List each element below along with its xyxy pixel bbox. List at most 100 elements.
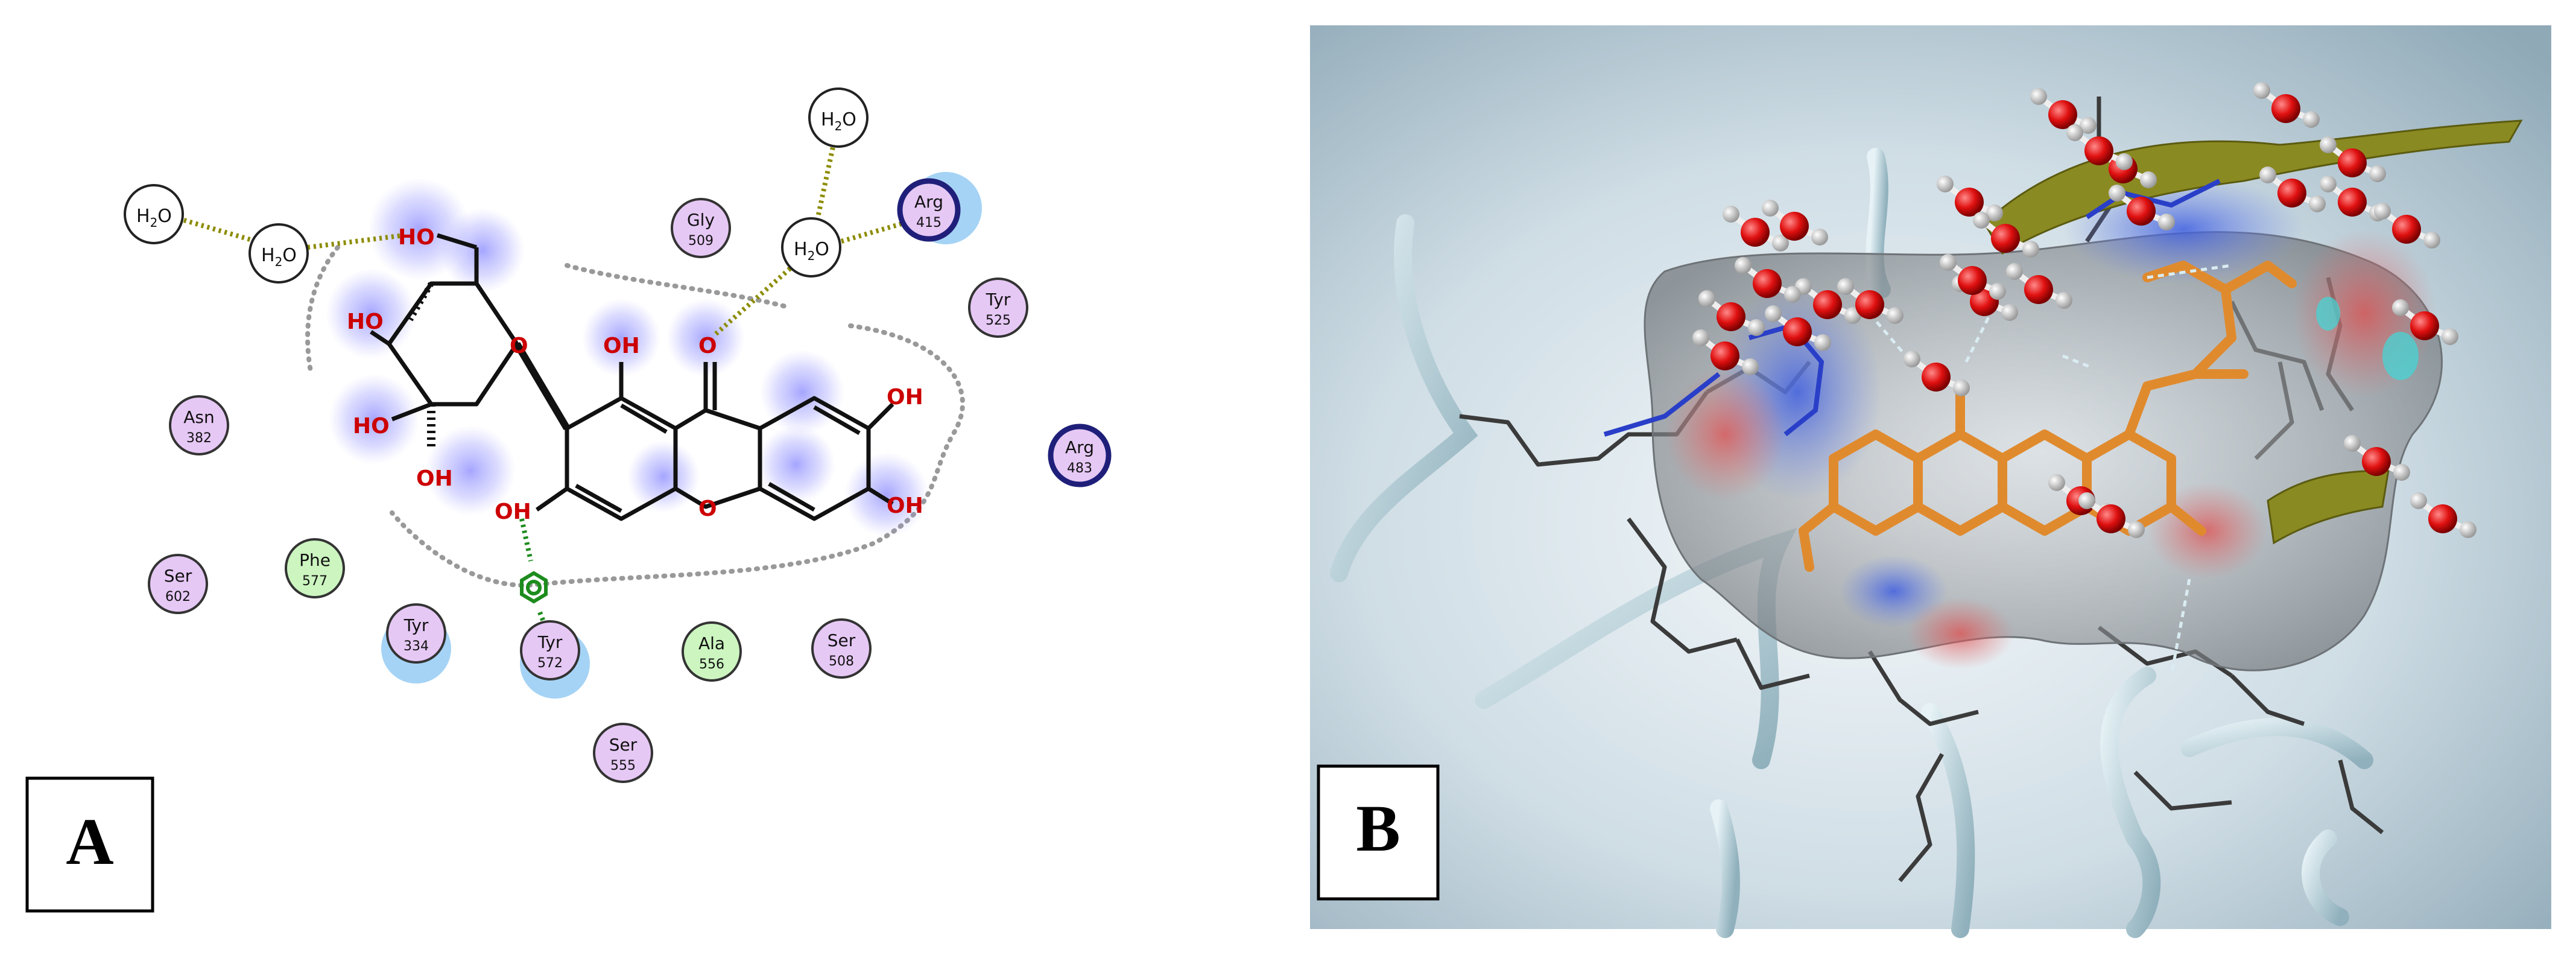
residue-disc xyxy=(682,621,742,682)
hbond-water-water-top xyxy=(815,135,838,221)
atom-oh-right-top: OH xyxy=(887,385,923,410)
residue-tyr572: Tyr 572 xyxy=(520,620,580,680)
residue-asn382: Asn 382 xyxy=(169,395,229,455)
binding-surface xyxy=(1644,175,2443,671)
atom-oh-sugar-bottom: OH xyxy=(416,466,453,491)
water-molecules: H2O H2O H2O H2O xyxy=(124,87,869,284)
residue-name: Tyr xyxy=(537,632,563,652)
residue-ala556: Ala 556 xyxy=(682,621,742,682)
water-ball xyxy=(1795,278,1861,324)
water-ball xyxy=(2006,263,2072,309)
water-ball xyxy=(1937,176,2003,221)
residue-name: Ala xyxy=(698,633,725,653)
water-w2: H2O xyxy=(248,223,309,284)
residue-disc xyxy=(811,618,872,679)
ligand-sticks xyxy=(1799,261,2297,572)
water-ball xyxy=(1837,278,1904,324)
residue-gly509: Gly 509 xyxy=(671,198,731,258)
residue-disc xyxy=(169,395,229,455)
residue-number: 483 xyxy=(1067,461,1092,476)
atom-o-carbonyl: O xyxy=(698,334,717,358)
residue-number: 415 xyxy=(916,215,941,230)
water-w1: H2O xyxy=(124,184,184,244)
panel-a-label: A xyxy=(66,805,113,878)
residue-number: 508 xyxy=(829,654,854,669)
residue-number: 602 xyxy=(165,589,191,604)
hbond-water-arg415 xyxy=(840,220,909,244)
atom-ho-sugar-left: HO xyxy=(347,309,384,334)
ligand-atom-labels: HO HO HO OH O OH O O OH OH OH xyxy=(347,225,923,524)
hbond-water-ch2oh xyxy=(307,233,405,250)
water-ball xyxy=(2320,136,2386,182)
water-ball xyxy=(2259,167,2326,212)
svg-text:H2O: H2O xyxy=(821,109,856,133)
svg-text:H2O: H2O xyxy=(136,206,172,230)
water-ball xyxy=(1904,351,1970,396)
water-ball xyxy=(2030,88,2097,134)
water-ball xyxy=(2253,82,2320,128)
ligand-exposure-halos xyxy=(326,178,929,537)
atom-ho-sugar-low: HO xyxy=(353,414,390,439)
residue-disc xyxy=(386,603,446,664)
residue-disc xyxy=(593,723,653,783)
residue-name: Asn xyxy=(183,407,215,427)
residue-number: 577 xyxy=(302,574,328,589)
residue-disc xyxy=(968,278,1028,338)
hbond-water-water xyxy=(183,218,258,244)
water-ball xyxy=(2410,492,2476,538)
hbond-pi-tyr572 xyxy=(519,518,533,562)
backbone-tubes xyxy=(1330,148,2373,938)
residue-name: Gly xyxy=(687,210,715,230)
atom-ho-ch2: HO xyxy=(398,225,435,250)
svg-text:H2O: H2O xyxy=(261,245,297,269)
panel-b-label-box: B xyxy=(1317,764,1440,901)
residue-disc xyxy=(285,538,345,598)
residue-name: Ser xyxy=(828,630,856,650)
panel-a: HO HO HO OH O OH O O OH OH OH H2O H2O xyxy=(25,87,1112,913)
water-ball xyxy=(2078,492,2145,538)
residue-number: 555 xyxy=(610,758,636,773)
water-ball xyxy=(1973,212,2039,258)
pi-ring-icon xyxy=(520,571,548,604)
residue-name: Ser xyxy=(164,566,192,586)
water-ball xyxy=(2066,124,2133,170)
residue-name: Ser xyxy=(609,735,638,755)
residue-number: 572 xyxy=(537,656,563,671)
atom-o-sugar-ring: O xyxy=(510,334,528,358)
water-ball xyxy=(1940,254,2006,300)
water-ball xyxy=(2344,435,2410,481)
residue-disc xyxy=(671,198,731,258)
water-ball xyxy=(2374,203,2440,249)
h-bond-dashes xyxy=(1869,264,2232,676)
residue-number: 509 xyxy=(688,233,714,249)
water-ball xyxy=(1692,329,1759,375)
water-w4: H2O xyxy=(781,217,841,278)
atom-o-xanthene: O xyxy=(698,496,717,521)
residue-number: 382 xyxy=(186,431,212,446)
ligand-structure xyxy=(370,233,894,521)
water-ball xyxy=(1762,200,1828,246)
residue-name: Arg xyxy=(1065,437,1094,457)
water-ball xyxy=(1765,305,1831,351)
residue-arg483: Arg 483 xyxy=(1048,423,1112,487)
residue-number: 556 xyxy=(699,657,724,672)
residue-name: Tyr xyxy=(403,615,429,635)
panel-b: B xyxy=(1310,25,2551,938)
water-w3: H2O xyxy=(808,87,869,148)
water-ball xyxy=(2320,176,2386,221)
beta-sheet xyxy=(1983,119,2523,545)
residue-disc xyxy=(520,620,580,680)
residue-name: Phe xyxy=(299,550,331,570)
hbond-water-carbonyl xyxy=(713,266,792,337)
atom-oh-right-bottom: OH xyxy=(887,493,923,518)
panel-b-label: B xyxy=(1356,791,1400,865)
residue-ser508: Ser 508 xyxy=(811,618,872,679)
residue-ser555: Ser 555 xyxy=(593,723,653,783)
water-ball xyxy=(1723,206,1789,252)
residue-ser602: Ser 602 xyxy=(148,554,208,614)
